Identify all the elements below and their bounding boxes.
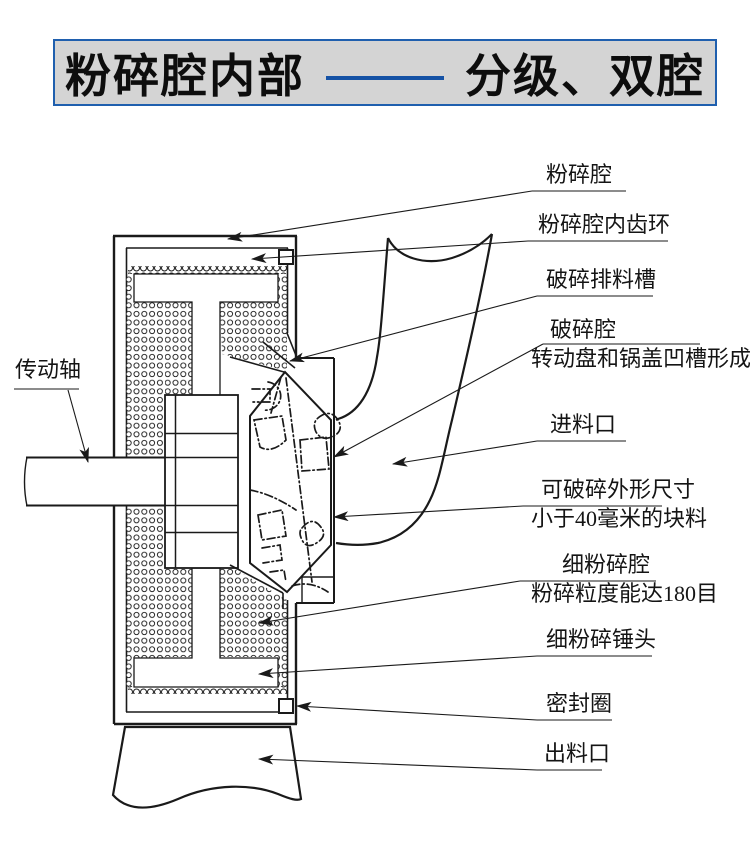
title-right: 分级、双腔 xyxy=(465,49,705,102)
pot-lid-cover xyxy=(296,357,335,604)
label-fine-chamber-2: 粉碎粒度能达180目 xyxy=(531,581,719,606)
rotor-hub xyxy=(164,394,239,569)
title-divider xyxy=(326,75,444,80)
drive-shaft xyxy=(23,456,165,507)
label-underlines xyxy=(14,190,700,771)
label-break-chamber-1: 破碎腔 xyxy=(550,317,617,342)
label-feed-inlet: 进料口 xyxy=(550,412,617,437)
label-break-chamber-2: 转动盘和锅盖凹槽形成 xyxy=(531,346,750,371)
label-crushing-chamber: 粉碎腔 xyxy=(546,162,613,187)
discharge-outlet xyxy=(111,725,303,809)
label-drive-shaft: 传动轴 xyxy=(15,357,82,382)
seal-ring-bottom xyxy=(278,698,294,714)
gear-ring-rows xyxy=(128,266,287,694)
leader-lines xyxy=(67,190,544,771)
label-gear-ring: 粉碎腔内齿环 xyxy=(538,212,671,237)
label-feed-size-2: 小于40毫米的块料 xyxy=(531,506,708,531)
label-discharge-chute: 破碎排料槽 xyxy=(546,267,657,292)
label-fine-chamber-1: 细粉碎腔 xyxy=(562,552,651,577)
feed-funnel xyxy=(335,233,494,546)
title-bar: 粉碎腔内部 分级、双腔 xyxy=(53,39,717,106)
label-feed-size-1: 可破碎外形尺寸 xyxy=(541,477,696,502)
crushing-chamber-rocks xyxy=(249,376,342,593)
label-fine-hammer: 细粉碎锤头 xyxy=(546,627,657,652)
label-outlet: 出料口 xyxy=(544,741,611,766)
title-left: 粉碎腔内部 xyxy=(65,49,305,102)
label-seal-ring: 密封圈 xyxy=(546,691,613,716)
